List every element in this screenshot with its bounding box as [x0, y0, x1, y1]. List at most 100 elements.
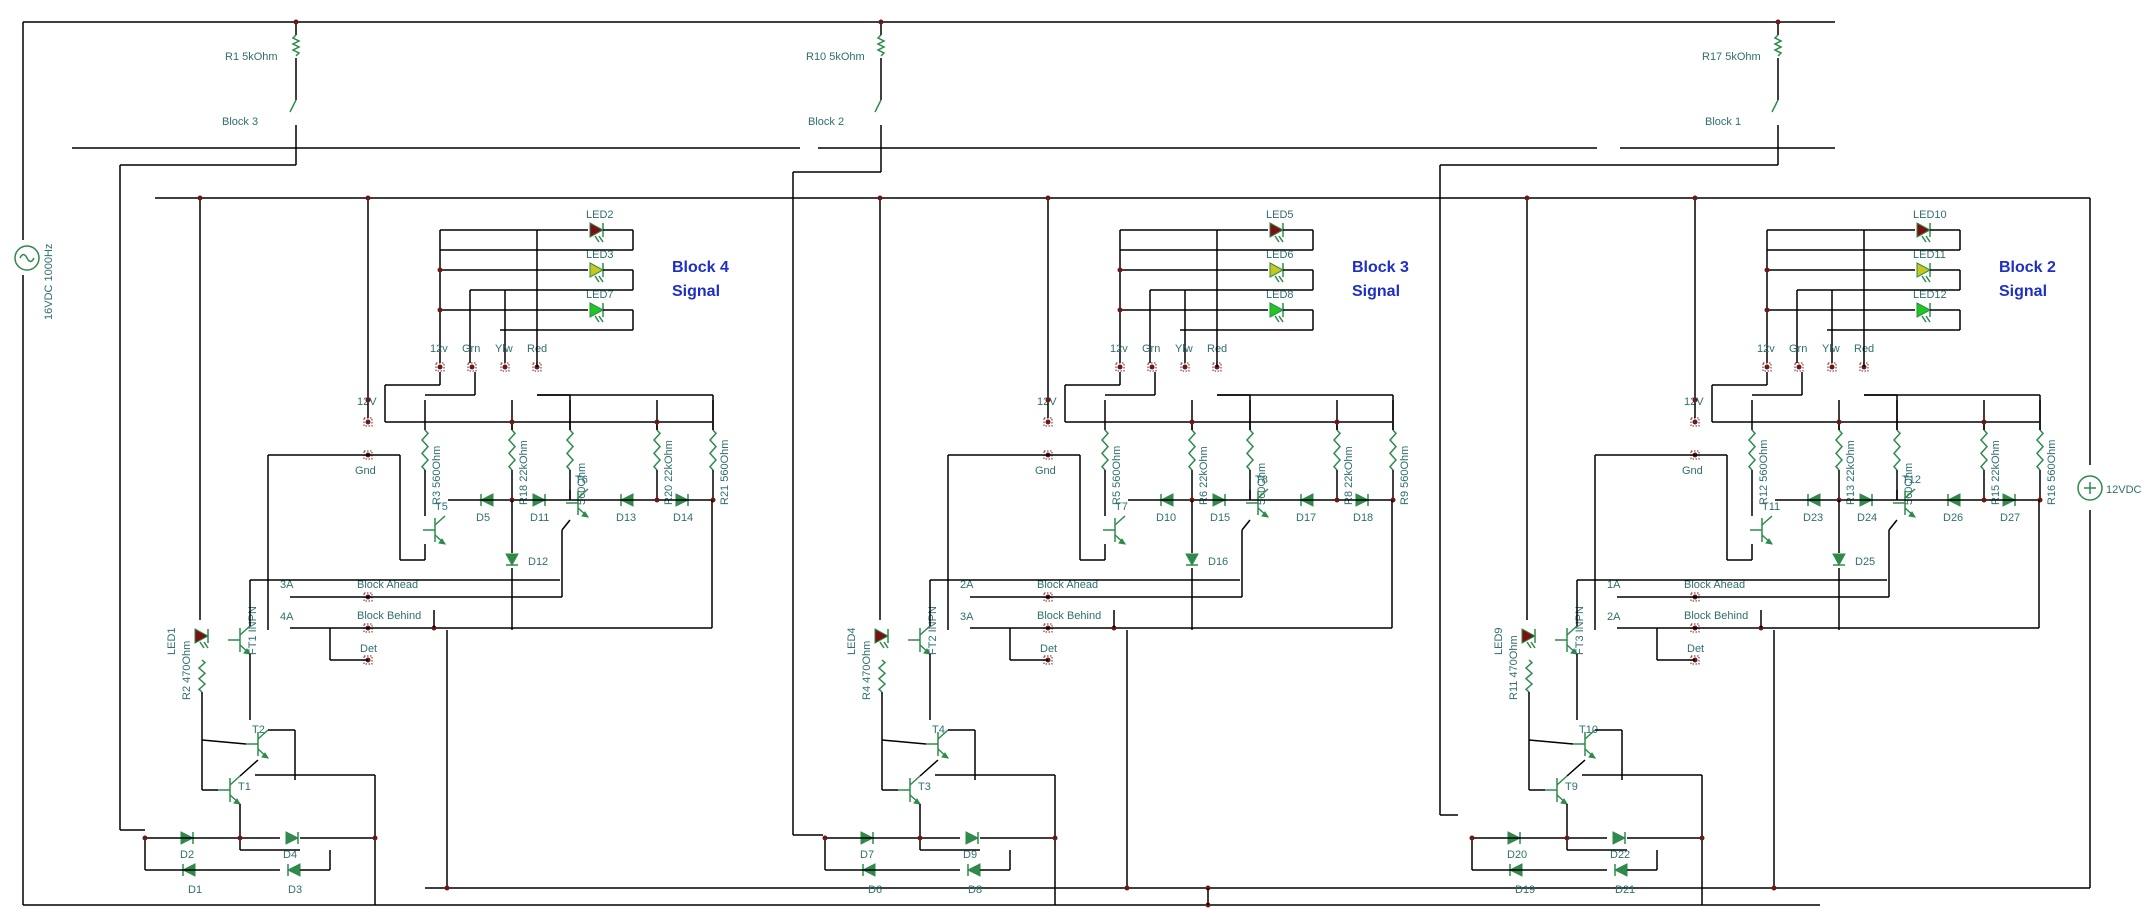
- diode-label-2: D13: [616, 512, 636, 524]
- switch-label-r10: R10 5kOhm: [806, 51, 865, 63]
- phototransistor-label: FT3 INPN: [1574, 606, 1586, 655]
- resistor-label-4: R9 560Ohm: [1399, 446, 1411, 505]
- resistor-label-2: 560Ohm: [576, 463, 588, 505]
- bridge-label-1: D4: [283, 849, 297, 861]
- resistor-label-2: 560Ohm: [1903, 463, 1915, 505]
- bridge-label-3: D3: [288, 884, 302, 896]
- terminal-label-2: Ylw: [1822, 343, 1840, 355]
- block-subtitle: Signal: [672, 283, 720, 300]
- opto-led-label: LED9: [1493, 627, 1505, 655]
- phototransistor-label: FT2 INPN: [927, 606, 939, 655]
- switch-r1-block3: [289, 19, 301, 113]
- terminal-label-2: Ylw: [1175, 343, 1193, 355]
- diode-label-3: D27: [2000, 512, 2020, 524]
- led-label-0: LED5: [1266, 209, 1294, 221]
- driver-label-0: T10: [1579, 724, 1598, 736]
- terminal-label-0: 12v: [1110, 343, 1128, 355]
- driver-label-0: T4: [932, 724, 945, 736]
- bridge-label-1: D9: [963, 849, 977, 861]
- driver-label-1: T3: [918, 781, 931, 793]
- resistor-label-2: 560Ohm: [1256, 463, 1268, 505]
- diode-below-label: D16: [1208, 556, 1228, 568]
- terminal-label-0: 12v: [430, 343, 448, 355]
- input-label-ahead: Block Ahead: [1684, 579, 1745, 591]
- diode-label-3: D18: [1353, 512, 1373, 524]
- bridge-label-2: D6: [868, 884, 882, 896]
- resistor-label-1: R18 22kOhm: [518, 440, 530, 505]
- dc-supply-icon: [2077, 475, 2103, 501]
- input-label-det: Det: [1687, 643, 1704, 655]
- diode-below-label: D12: [528, 556, 548, 568]
- resistor-label-3: R20 22kOhm: [663, 440, 675, 505]
- driver-label-1: T1: [238, 781, 251, 793]
- opto-res-label: R11 470Ohm: [1508, 635, 1520, 700]
- resistor-label-0: R5 560Ohm: [1111, 446, 1123, 505]
- bridge-label-2: D19: [1515, 884, 1535, 896]
- input-label-ahead: Block Ahead: [357, 579, 418, 591]
- diode-label-0: D5: [476, 512, 490, 524]
- transistor-label-0: T11: [1762, 501, 1780, 513]
- resistor-label-0: R12 560Ohm: [1758, 440, 1770, 505]
- input-1-label: 2A: [1607, 611, 1621, 623]
- block-title: Block 3: [1352, 259, 1409, 276]
- input-label-det: Det: [360, 643, 377, 655]
- bridge-label-0: D2: [180, 849, 194, 861]
- input-label-behind: Block Behind: [357, 610, 421, 622]
- input-label-behind: Block Behind: [1684, 610, 1748, 622]
- pin-gnd-label: Gnd: [355, 465, 376, 477]
- bridge-label-3: D8: [968, 884, 982, 896]
- diode-label-1: D24: [1857, 512, 1877, 524]
- driver-label-1: T9: [1565, 781, 1578, 793]
- input-label-det: Det: [1040, 643, 1057, 655]
- led-label-2: LED8: [1266, 289, 1294, 301]
- transistor-label-1: T12: [1902, 474, 1921, 486]
- bridge-label-2: D1: [188, 884, 202, 896]
- pin-gnd-label: Gnd: [1682, 465, 1703, 477]
- pin-gnd-label: Gnd: [1035, 465, 1056, 477]
- resistor-label-3: R8 22kOhm: [1343, 446, 1355, 505]
- signal-blocks: Block 4SignalLED2LED3LED712vGrnYlwRed12V…: [142, 195, 2058, 905]
- ac-source-icon: [14, 245, 40, 271]
- switch-r10-block2: [874, 19, 886, 113]
- bridge-label-3: D21: [1615, 884, 1635, 896]
- transistor-label-1: T8: [1255, 474, 1268, 486]
- source-label: 16VDC 1000Hz: [43, 244, 55, 320]
- diode-label-1: D15: [1210, 512, 1230, 524]
- led-label-0: LED2: [586, 209, 614, 221]
- transistor-label-0: T7: [1115, 501, 1128, 513]
- switch-label-r17: R17 5kOhm: [1702, 51, 1761, 63]
- resistor-label-3: R15 22kOhm: [1990, 440, 2002, 505]
- switch-label-block3: Block 3: [222, 116, 258, 128]
- diode-label-0: D23: [1803, 512, 1823, 524]
- input-1-label: 4A: [280, 611, 294, 623]
- diode-label-2: D17: [1296, 512, 1316, 524]
- diode-label-2: D26: [1943, 512, 1963, 524]
- opto-res-label: R2 470Ohm: [181, 641, 193, 700]
- block-subtitle: Signal: [1999, 283, 2047, 300]
- block-title: Block 2: [1999, 259, 2056, 276]
- bridge-label-0: D7: [860, 849, 874, 861]
- resistor-label-1: R13 22kOhm: [1845, 440, 1857, 505]
- terminal-label-1: Grn: [462, 343, 480, 355]
- diode-label-1: D11: [530, 512, 549, 524]
- input-label-ahead: Block Ahead: [1037, 579, 1098, 591]
- global-wiring: [22, 21, 2091, 908]
- diode-below-label: D25: [1855, 556, 1875, 568]
- input-0-label: 2A: [960, 579, 974, 591]
- terminal-label-1: Grn: [1142, 343, 1160, 355]
- supply-label: 12VDC: [2106, 484, 2142, 496]
- switch-label-r1: R1 5kOhm: [225, 51, 278, 63]
- opto-led-label: LED1: [166, 627, 178, 655]
- led-label-0: LED10: [1913, 209, 1947, 221]
- led-label-1: LED3: [586, 249, 614, 261]
- bridge-label-0: D20: [1507, 849, 1527, 861]
- resistor-label-4: R16 560Ohm: [2046, 440, 2058, 505]
- input-label-behind: Block Behind: [1037, 610, 1101, 622]
- bridge-label-1: D22: [1610, 849, 1630, 861]
- signal-block-1: Block 4SignalLED2LED3LED712vGrnYlwRed12V…: [142, 195, 731, 905]
- diode-label-0: D10: [1156, 512, 1176, 524]
- terminal-label-1: Grn: [1789, 343, 1807, 355]
- terminal-label-2: Ylw: [495, 343, 513, 355]
